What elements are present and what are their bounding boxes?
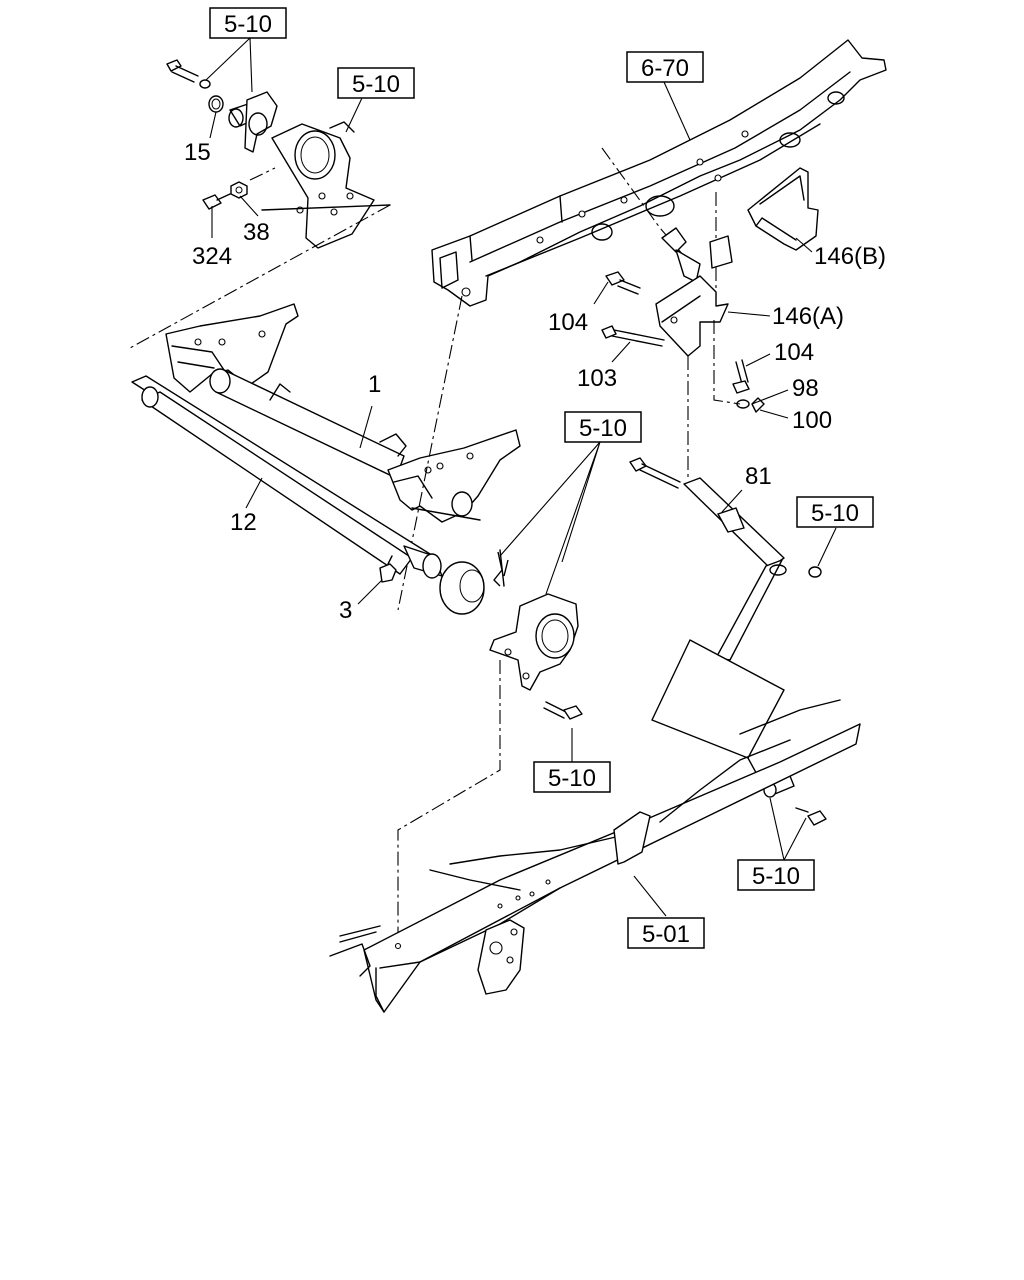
svg-text:5-10: 5-10 <box>352 71 400 98</box>
reference-labels: 5-10 5-10 6-70 5-10 5-10 5-10 5-10 5-01 <box>209 7 874 949</box>
ref-box-6-70: 6-70 <box>626 51 704 83</box>
bracket-146b <box>747 167 819 251</box>
ref-box-5-10-b: 5-10 <box>337 67 415 99</box>
part-labels: 15 38 324 1 12 3 104 103 146(A) 146(B) 1… <box>184 139 886 624</box>
svg-text:6-70: 6-70 <box>641 55 689 82</box>
ref-box-5-01: 5-01 <box>627 917 705 949</box>
svg-text:5-10: 5-10 <box>752 863 800 890</box>
leader-lines <box>205 37 837 917</box>
ref-box-5-10-a: 5-10 <box>209 7 287 39</box>
label-104-lower: 104 <box>774 339 814 366</box>
link-bracket-146a <box>601 227 765 478</box>
label-100: 100 <box>792 407 832 434</box>
svg-text:5-10: 5-10 <box>548 765 596 792</box>
lower-bracket-assembly <box>397 549 583 948</box>
ref-box-5-10-f: 5-10 <box>737 859 815 891</box>
stabilizer-bar-assembly <box>165 295 521 611</box>
svg-text:5-10: 5-10 <box>224 11 272 38</box>
label-98: 98 <box>792 375 819 402</box>
label-103: 103 <box>577 365 617 392</box>
ref-box-5-10-d: 5-10 <box>796 496 874 528</box>
ref-box-5-10-c: 5-10 <box>564 411 642 443</box>
label-1: 1 <box>368 371 381 398</box>
svg-text:5-10: 5-10 <box>579 415 627 442</box>
label-104-upper: 104 <box>548 309 588 336</box>
label-38: 38 <box>243 219 270 246</box>
label-146b: 146(B) <box>814 243 886 270</box>
svg-text:5-01: 5-01 <box>642 921 690 948</box>
label-15: 15 <box>184 139 211 166</box>
label-3: 3 <box>339 597 352 624</box>
upper-bracket-assembly <box>129 59 391 349</box>
torsion-tube <box>131 375 485 615</box>
label-12: 12 <box>230 509 257 536</box>
label-146a: 146(A) <box>772 303 844 330</box>
link-rod <box>629 457 827 826</box>
ref-box-5-10-e: 5-10 <box>533 761 611 793</box>
frame-crossmember <box>431 39 887 307</box>
label-81: 81 <box>745 463 772 490</box>
svg-text:5-10: 5-10 <box>811 500 859 527</box>
label-324: 324 <box>192 243 232 270</box>
frame-rail <box>329 699 861 1013</box>
